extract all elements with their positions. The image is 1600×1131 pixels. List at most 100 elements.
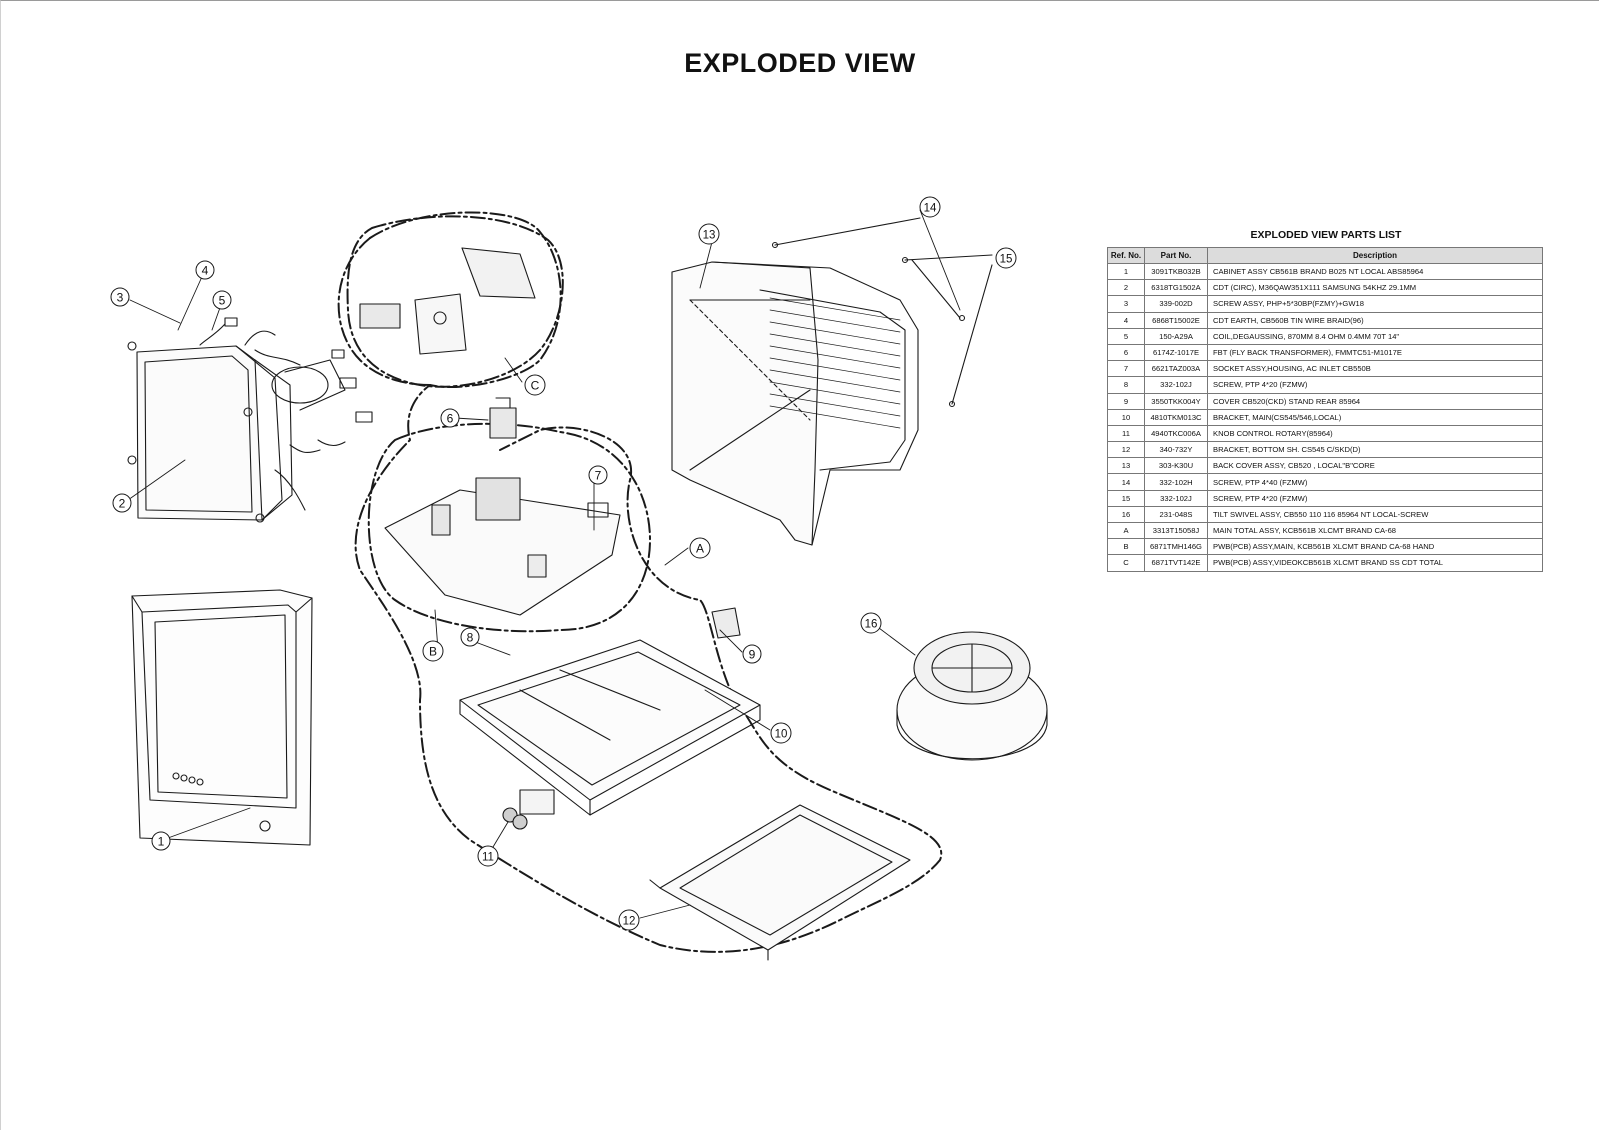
part-no-cell: 340-732Y xyxy=(1144,441,1208,459)
description-cell: MAIN TOTAL ASSY, KCB561B XLCMT BRAND CA-… xyxy=(1207,521,1543,540)
svg-text:11: 11 xyxy=(482,852,494,864)
callout-1: 1 xyxy=(151,831,171,851)
screws-14-15 xyxy=(771,217,993,408)
callout-3: 3 xyxy=(110,287,130,307)
callout-6: 6 xyxy=(440,408,460,428)
video-pcb xyxy=(359,247,536,355)
description-cell: SCREW ASSY, PHP+5*30BP(FZMY)+GW18 xyxy=(1207,295,1543,313)
description-cell: COVER CB520(CKD) STAND REAR 85964 xyxy=(1207,392,1543,410)
control-knobs xyxy=(502,789,555,830)
svg-text:A: A xyxy=(696,542,704,556)
svg-text:15: 15 xyxy=(1000,254,1013,266)
part-no-cell: 303-K30U xyxy=(1144,457,1208,475)
assembly-outline-c xyxy=(346,215,564,388)
svg-text:13: 13 xyxy=(703,230,716,242)
description-cell: BRACKET, BOTTOM SH. CS545 C/SKD(D) xyxy=(1207,441,1543,459)
description-cell: CDT EARTH, CB560B TIN WIRE BRAID(96) xyxy=(1207,311,1543,329)
callout-4: 4 xyxy=(195,260,215,280)
description-cell: PWB(PCB) ASSY,MAIN, KCB561B XLCMT BRAND … xyxy=(1207,538,1543,556)
description-cell: TILT SWIVEL ASSY, CB550 110 116 85964 NT… xyxy=(1207,505,1543,524)
main-bracket xyxy=(459,639,761,816)
svg-text:8: 8 xyxy=(467,631,474,645)
description-cell: CDT (CIRC), M36QAW351X111 SAMSUNG 54KHZ … xyxy=(1207,279,1543,297)
part-no-cell: 6621TAZ003A xyxy=(1144,360,1208,378)
callout-13: 13 xyxy=(698,223,720,245)
callout-7: 7 xyxy=(588,465,608,485)
part-no-cell: 6871TVT142E xyxy=(1144,554,1208,572)
bottom-shield xyxy=(649,804,911,961)
parts-list-title: EXPLODED VIEW PARTS LIST xyxy=(1250,229,1402,241)
callout-b: B xyxy=(422,640,444,662)
part-no-cell: 6871TMH146G xyxy=(1144,538,1208,556)
front-cabinet xyxy=(131,589,313,846)
ref-no-cell: 16 xyxy=(1107,505,1145,524)
part-no-cell: 3313T15058J xyxy=(1144,521,1208,540)
svg-text:3: 3 xyxy=(117,291,124,305)
svg-text:B: B xyxy=(429,645,437,659)
flyback-transformer xyxy=(489,397,517,439)
page-title: EXPLODED VIEW xyxy=(684,48,916,78)
svg-text:2: 2 xyxy=(119,497,126,511)
parts-list-header-row: Ref. No. Part No. Description xyxy=(1107,247,1543,264)
part-no-cell: 231-048S xyxy=(1144,505,1208,524)
callout-5: 5 xyxy=(212,290,232,310)
callout-15: 15 xyxy=(995,247,1017,269)
callout-10: 10 xyxy=(770,722,792,744)
ref-no-cell: 1 xyxy=(1107,262,1145,281)
part-no-cell: 3091TKB032B xyxy=(1144,262,1208,281)
ref-no-cell: 15 xyxy=(1107,489,1145,507)
svg-text:C: C xyxy=(531,379,540,393)
ref-no-cell: B xyxy=(1107,538,1145,556)
ref-no-cell: 7 xyxy=(1107,360,1145,378)
part-no-cell: 339-002D xyxy=(1144,295,1208,313)
part-no-cell: 332-102H xyxy=(1144,473,1208,491)
leader-lines xyxy=(127,209,961,919)
svg-text:7: 7 xyxy=(595,469,602,483)
callout-16: 16 xyxy=(860,612,882,634)
part-no-cell: 332-102J xyxy=(1144,376,1208,394)
tilt-swivel xyxy=(896,631,1048,761)
ref-no-cell: 11 xyxy=(1107,424,1145,443)
crt-tube xyxy=(127,317,373,523)
svg-text:12: 12 xyxy=(623,916,636,928)
stand-rear-cover xyxy=(711,607,741,639)
ref-no-cell: 14 xyxy=(1107,473,1145,491)
svg-text:5: 5 xyxy=(219,294,226,308)
part-no-cell: 4810TKM013C xyxy=(1144,408,1208,426)
svg-text:9: 9 xyxy=(749,648,756,662)
ref-no-cell: 13 xyxy=(1107,457,1145,475)
svg-text:1: 1 xyxy=(158,835,165,849)
callout-2: 2 xyxy=(112,493,132,513)
svg-text:4: 4 xyxy=(202,264,209,278)
callout-8: 8 xyxy=(460,627,480,647)
description-cell: KNOB CONTROL ROTARY(85964) xyxy=(1207,424,1543,443)
callout-9: 9 xyxy=(742,644,762,664)
description-cell: SOCKET ASSY,HOUSING, AC INLET CB550B xyxy=(1207,360,1543,378)
svg-text:6: 6 xyxy=(447,412,454,426)
part-no-cell: 150-A29A xyxy=(1144,327,1208,345)
ref-no-cell: 6 xyxy=(1107,343,1145,362)
part-no-cell: 4940TKC006A xyxy=(1144,424,1208,443)
description-cell: BRACKET, MAIN(CS545/546,LOCAL) xyxy=(1207,408,1543,426)
svg-text:14: 14 xyxy=(924,203,937,215)
callout-14: 14 xyxy=(919,196,941,218)
description-cell: COIL,DEGAUSSING, 870MM 8.4 OHM 0.4MM 70T… xyxy=(1207,327,1543,345)
description-cell: SCREW, PTP 4*40 (FZMW) xyxy=(1207,473,1543,491)
column-header-part-no: Part No. xyxy=(1144,247,1208,264)
